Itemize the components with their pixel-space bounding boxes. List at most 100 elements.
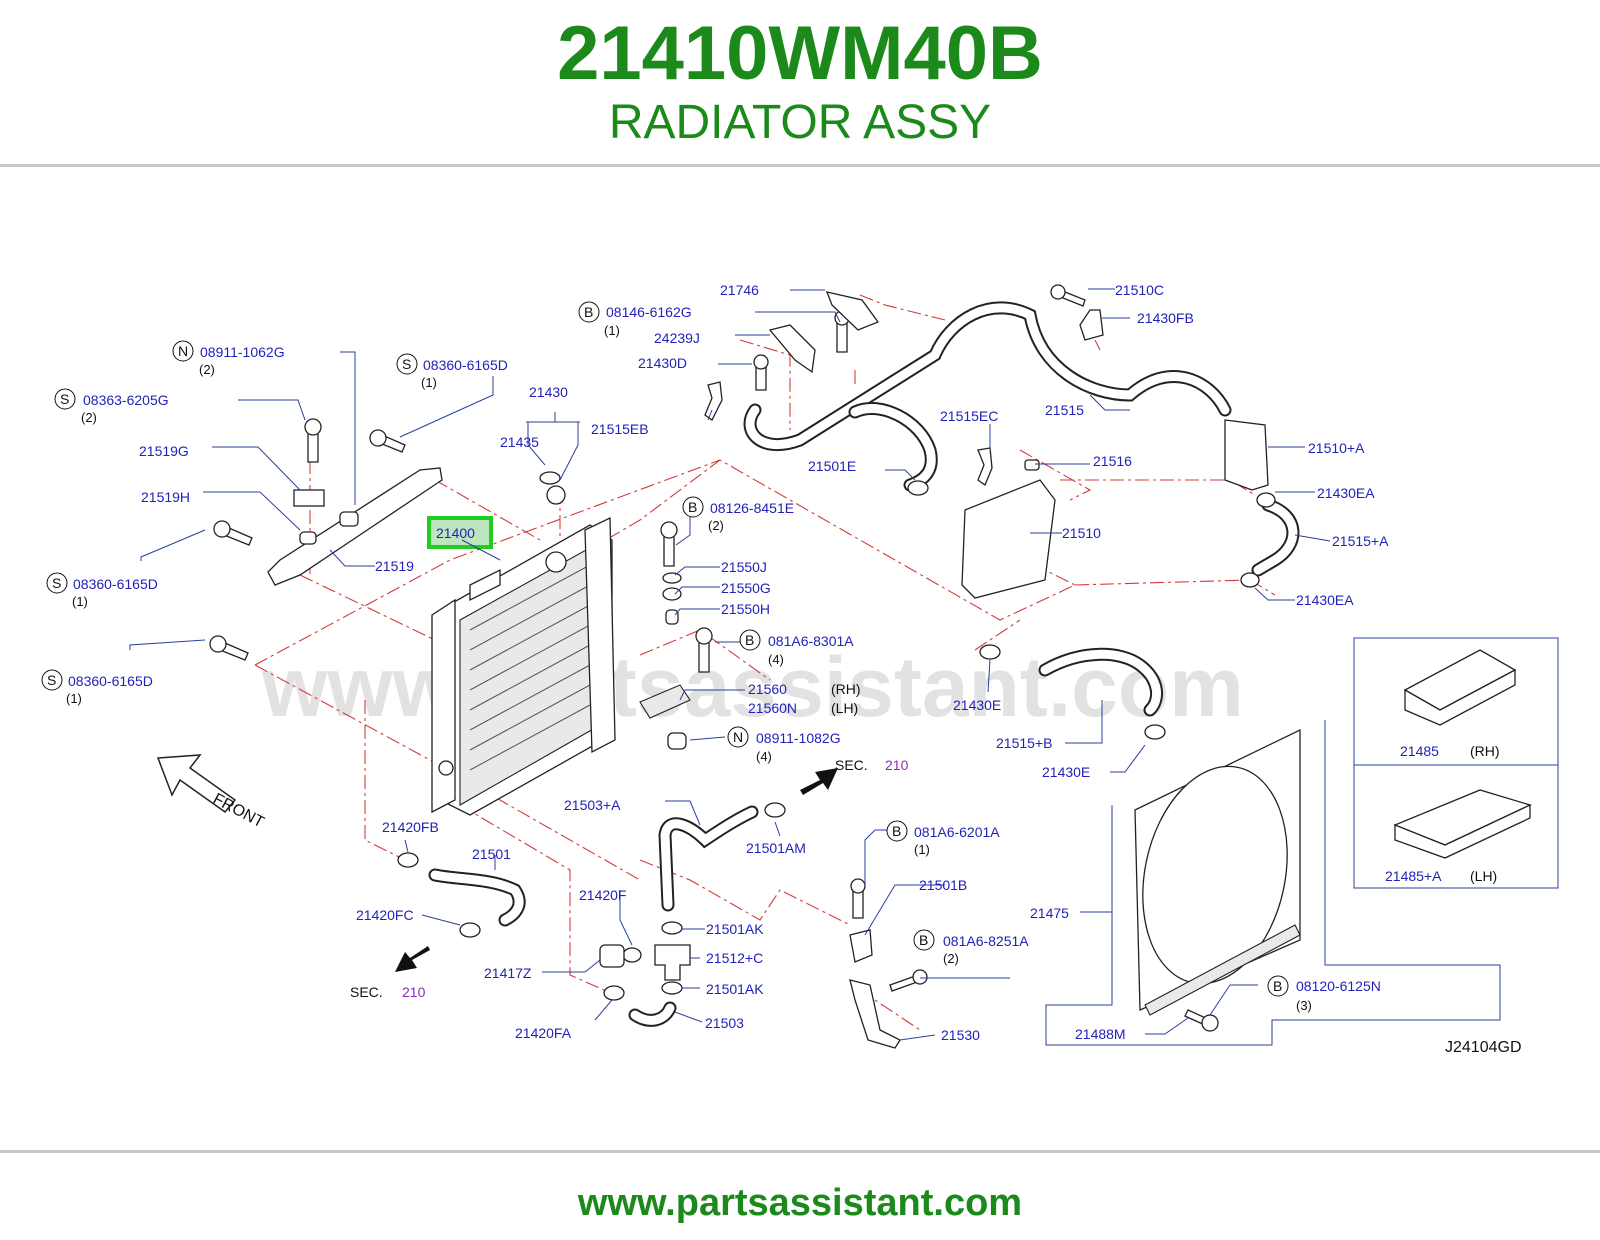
label-21501: 21501 — [472, 846, 511, 862]
fan-shroud[interactable] — [1124, 728, 1307, 1016]
label-sec-right: SEC. — [835, 757, 868, 773]
svg-text:(1): (1) — [604, 323, 620, 338]
svg-text:(2): (2) — [81, 410, 97, 425]
label-21420fc: 21420FC — [356, 907, 414, 923]
label-21430e-bottom: 21430E — [1042, 764, 1090, 780]
label-08360-6165d-mid: 08360-6165D — [73, 576, 158, 592]
label-21510c: 21510C — [1115, 282, 1164, 298]
bracket-21746[interactable] — [825, 291, 880, 331]
label-21503: 21503 — [705, 1015, 744, 1031]
page-header: 21410WM40B RADIATOR ASSY — [0, 0, 1600, 168]
pipe-21417z[interactable] — [599, 944, 625, 968]
label-21515eb: 21515EB — [591, 421, 649, 437]
label-21510: 21510 — [1062, 525, 1101, 541]
svg-text:(LH): (LH) — [1470, 868, 1497, 884]
radiator-assembly-diagram: www.partsassistant.com — [41, 282, 1559, 1056]
hose-tee-21512c[interactable] — [654, 944, 691, 981]
svg-text:B: B — [584, 304, 593, 320]
bracket-24239j[interactable] — [768, 324, 816, 374]
svg-text:S: S — [47, 672, 56, 688]
label-21515ec: 21515EC — [940, 408, 998, 424]
svg-text:(1): (1) — [421, 375, 437, 390]
label-21515b: 21515+B — [996, 735, 1052, 751]
label-21420fb: 21420FB — [382, 819, 439, 835]
svg-text:S: S — [60, 391, 69, 407]
label-21420fa: 21420FA — [515, 1025, 572, 1041]
label-21485: 21485 — [1400, 743, 1439, 759]
label-21501e: 21501E — [808, 458, 856, 474]
part-description-title: RADIATOR ASSY — [608, 96, 992, 149]
clip-21501b[interactable] — [849, 929, 873, 963]
bolts[interactable] — [209, 284, 1219, 1032]
radiator-core[interactable] — [431, 516, 616, 816]
header-divider — [0, 164, 1600, 167]
label-21515: 21515 — [1045, 402, 1084, 418]
svg-text:(RH): (RH) — [1470, 743, 1500, 759]
svg-text:S: S — [402, 356, 411, 372]
label-08146-6162g: 08146-6162G — [606, 304, 692, 320]
label-21417z: 21417Z — [484, 965, 532, 981]
label-21430ea-top: 21430EA — [1317, 485, 1375, 501]
part-number-title: 21410WM40B — [557, 11, 1043, 96]
label-21501ak-top: 21501AK — [706, 921, 764, 937]
svg-text:B: B — [892, 823, 901, 839]
label-21530: 21530 — [941, 1027, 980, 1043]
label-21519g: 21519G — [139, 443, 189, 459]
label-21510a: 21510+A — [1308, 440, 1365, 456]
label-sec-left: SEC. — [350, 984, 383, 1000]
label-21501b: 21501B — [919, 877, 967, 893]
label-21515a: 21515+A — [1332, 533, 1389, 549]
label-21430fb: 21430FB — [1137, 310, 1194, 326]
label-21501am: 21501AM — [746, 840, 806, 856]
diagram-code: J24104GD — [1445, 1039, 1522, 1056]
label-21560: 21560 — [748, 681, 787, 697]
label-21503a: 21503+A — [564, 797, 621, 813]
svg-text:(1): (1) — [72, 594, 88, 609]
label-21519h: 21519H — [141, 489, 190, 505]
svg-text:(3): (3) — [1296, 998, 1312, 1013]
svg-text:(4): (4) — [756, 749, 772, 764]
label-08120-6125n: 08120-6125N — [1296, 978, 1381, 994]
washers-and-grommets[interactable] — [293, 459, 1040, 750]
label-sec-210-left: 210 — [402, 984, 426, 1000]
bracket-21530[interactable] — [849, 979, 901, 1049]
label-21550h: 21550H — [721, 601, 770, 617]
svg-text:(2): (2) — [199, 362, 215, 377]
svg-text:(1): (1) — [914, 842, 930, 857]
part-labels[interactable]: 21746 08146-6162G (1) 24239J 21430D 2151… — [66, 282, 1522, 1056]
label-08911-1082g: 08911-1082G — [756, 730, 841, 746]
label-081a6-6201a: 081A6-6201A — [914, 824, 1000, 840]
shroud-group-bracket — [1045, 720, 1501, 1046]
svg-text:B: B — [919, 932, 928, 948]
label-21435: 21435 — [500, 434, 539, 450]
label-21560n: 21560N — [748, 700, 797, 716]
reservoir-bottle[interactable] — [1224, 419, 1269, 491]
circled-marks: B N S S B S B S N B B B — [41, 301, 1289, 997]
label-21475: 21475 — [1030, 905, 1069, 921]
sec-210-arrow-left — [395, 946, 430, 972]
bracket-21430fb[interactable] — [1079, 309, 1104, 341]
svg-text:B: B — [1273, 978, 1282, 994]
label-21400: 21400 — [436, 525, 475, 541]
svg-text:B: B — [688, 499, 697, 515]
footer-url[interactable]: www.partsassistant.com — [577, 1182, 1023, 1224]
svg-text:N: N — [178, 343, 188, 359]
svg-text:(LH): (LH) — [831, 700, 858, 716]
svg-text:(1): (1) — [66, 691, 82, 706]
label-08126-8451e: 08126-8451E — [710, 500, 794, 516]
label-21430ea-bottom: 21430EA — [1296, 592, 1354, 608]
front-direction-arrow — [156, 754, 237, 814]
coolant-reservoir-tank[interactable] — [961, 479, 1056, 599]
footer-divider — [0, 1150, 1600, 1153]
highlighted-part-box[interactable] — [427, 516, 493, 549]
svg-text:(2): (2) — [708, 518, 724, 533]
label-08360-6165d-top: 08360-6165D — [423, 357, 508, 373]
label-21746: 21746 — [720, 282, 759, 298]
label-front: FRONT — [210, 791, 267, 832]
hoses[interactable] — [428, 301, 1300, 1027]
label-sec-210-right: 210 — [885, 757, 909, 773]
label-21550g: 21550G — [721, 580, 771, 596]
label-21519: 21519 — [375, 558, 414, 574]
hose-clamps[interactable] — [397, 381, 1276, 1001]
label-21430d: 21430D — [638, 355, 687, 371]
